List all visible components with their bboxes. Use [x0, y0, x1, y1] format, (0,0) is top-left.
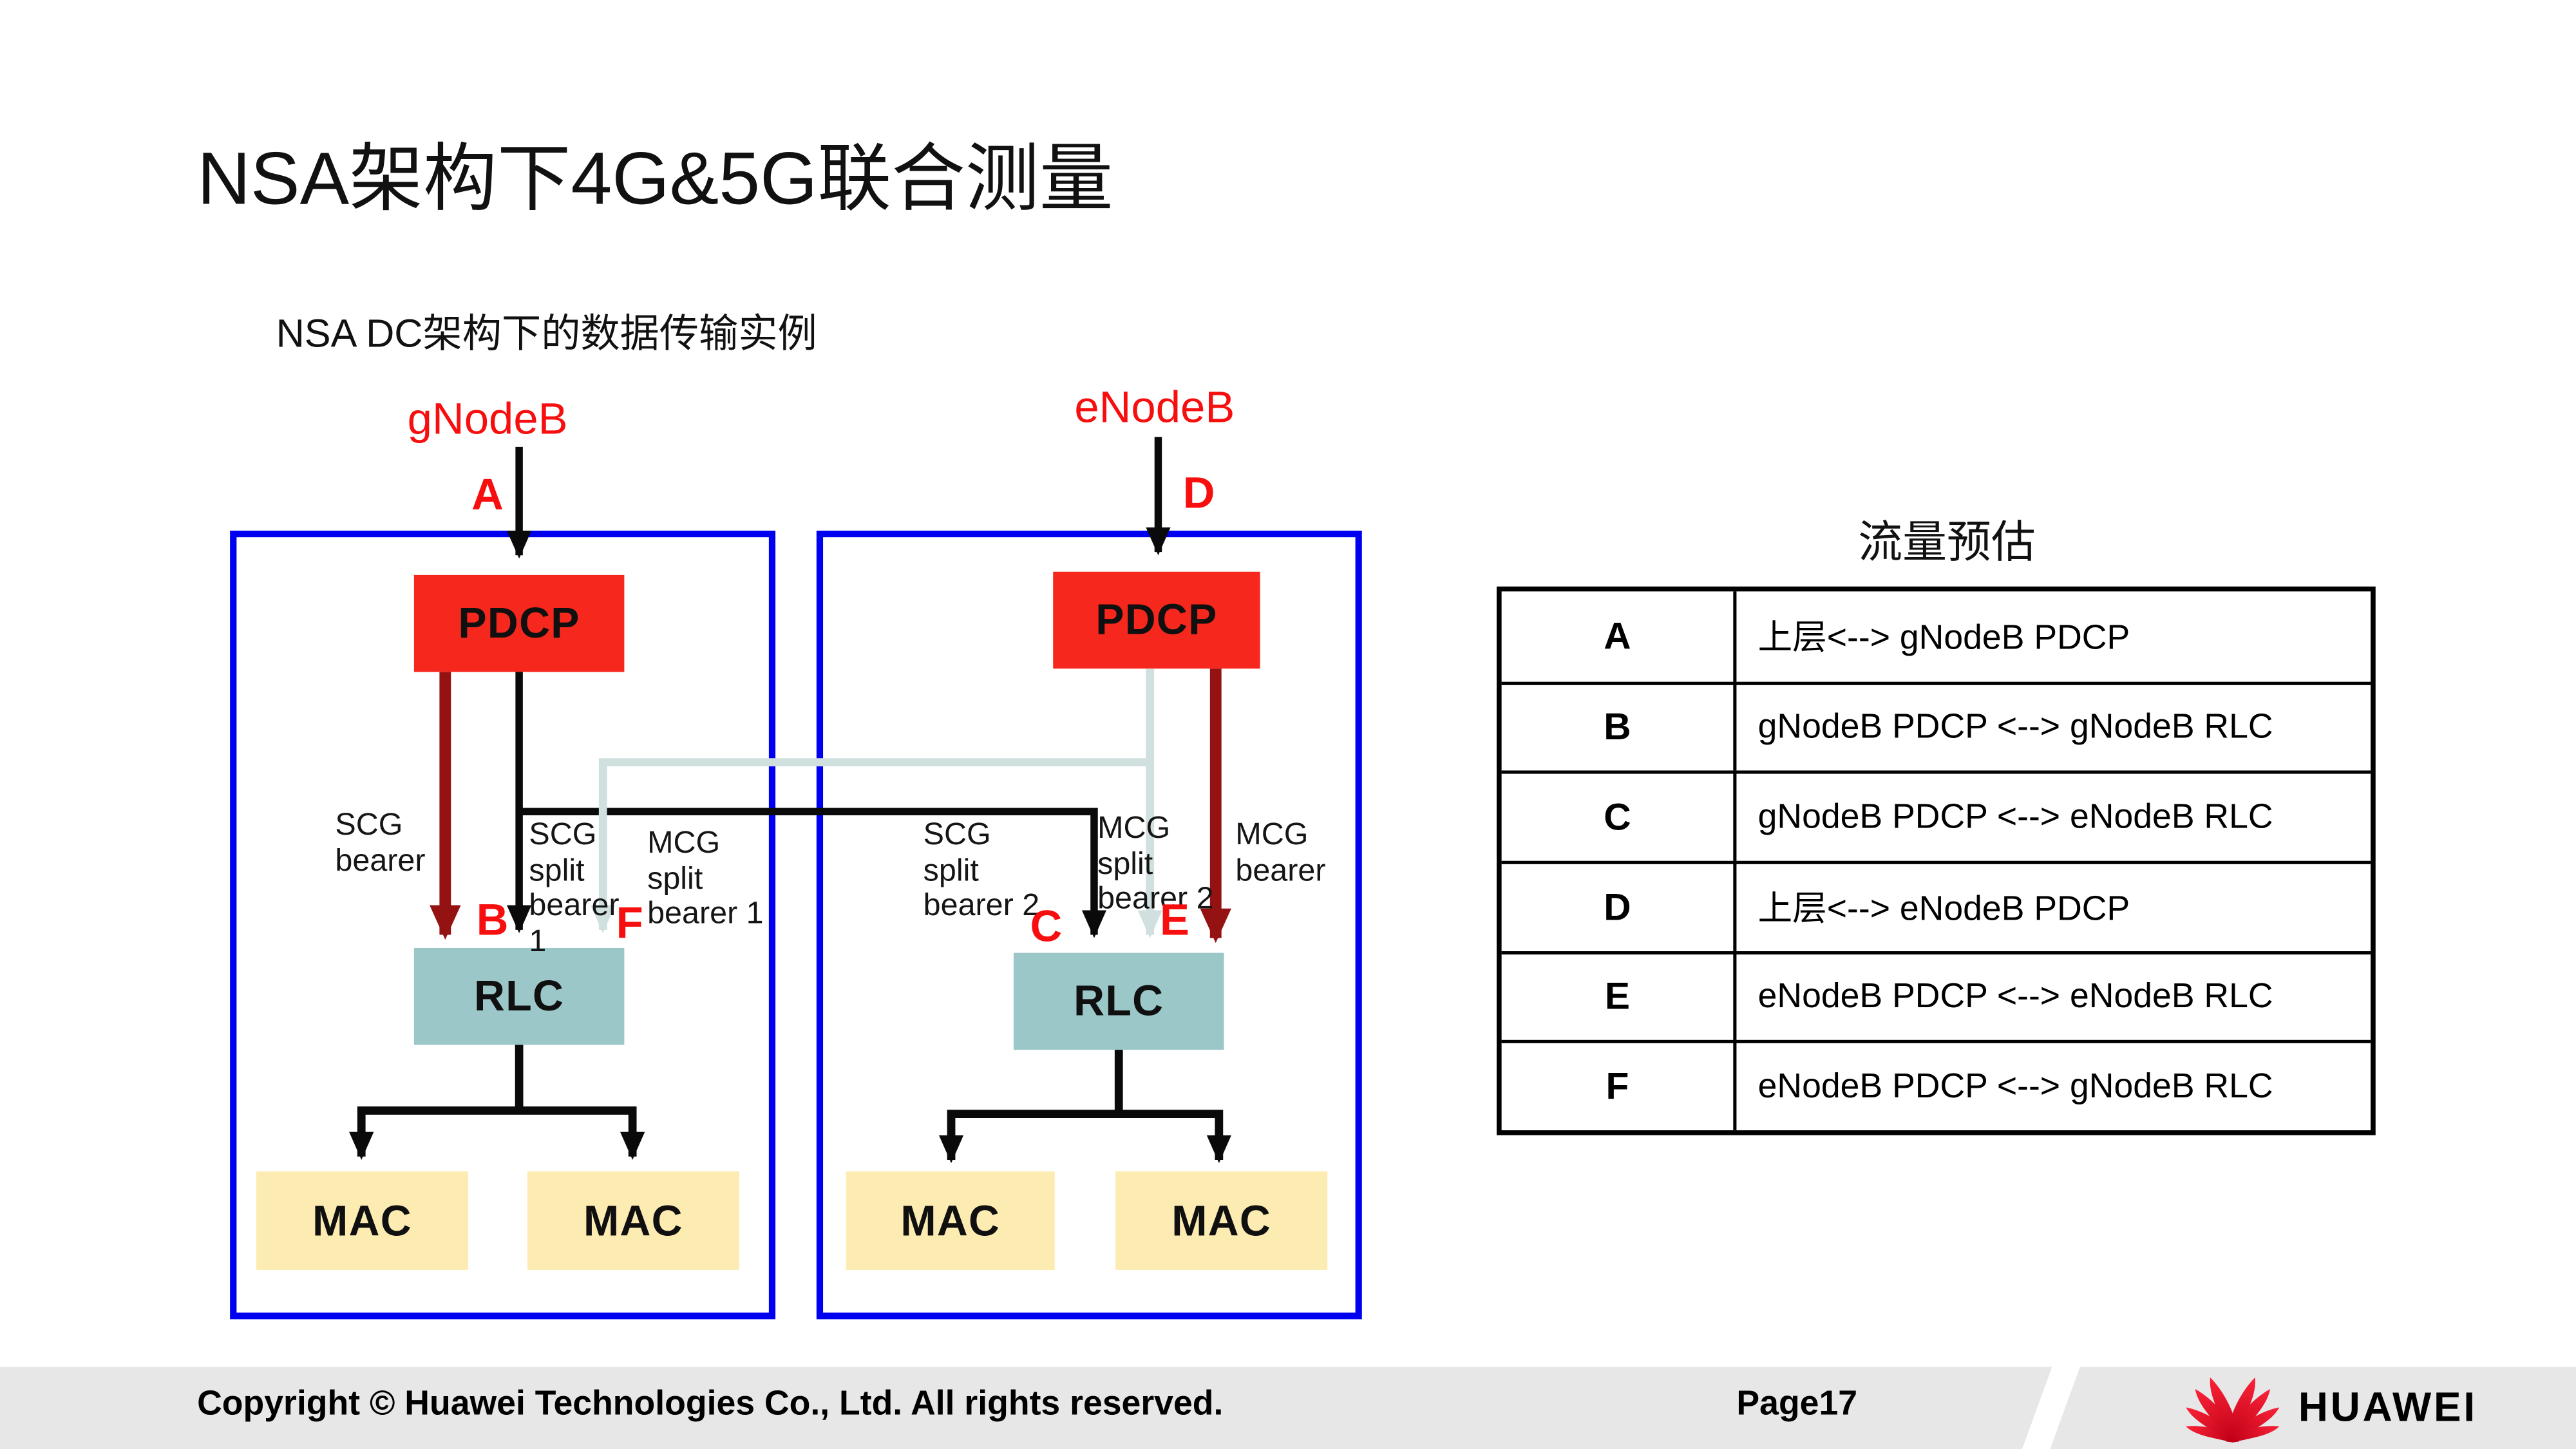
traffic-table: A 上层<--> gNodeB PDCP B gNodeB PDCP <--> …: [1496, 586, 2376, 1135]
huawei-logo: HUAWEI: [2182, 1370, 2477, 1446]
pdcp-block-enodeb: PDCP: [1053, 571, 1260, 669]
bearer-label-mcg: MCG bearer: [1235, 818, 1326, 888]
table-row-key: A: [1502, 591, 1737, 681]
table-row-key: F: [1501, 1040, 1737, 1131]
flow-label-e: E: [1160, 895, 1189, 945]
rlc-block-enodeb: RLC: [1013, 952, 1224, 1050]
table-row-desc: eNodeB PDCP <--> eNodeB RLC: [1736, 951, 2371, 1040]
table-title: 流量预估: [1858, 517, 2036, 567]
table-row-key: D: [1501, 860, 1737, 951]
table-row-key: C: [1501, 771, 1737, 861]
flow-label-a: A: [471, 469, 504, 520]
huawei-wordmark: HUAWEI: [2298, 1384, 2477, 1430]
enodeb-label: eNodeB: [1074, 383, 1235, 432]
diagram-subtitle: NSA DC架构下的数据传输实例: [276, 312, 817, 357]
table-row-desc: gNodeB PDCP <--> eNodeB RLC: [1736, 771, 2371, 860]
gnodeb-label: gNodeB: [407, 394, 568, 444]
mac-block-1: MAC: [256, 1171, 469, 1270]
bearer-label-mcg-split-1: MCG split bearer 1: [647, 826, 764, 932]
copyright-text: Copyright © Huawei Technologies Co., Ltd…: [197, 1385, 1224, 1423]
rlc-block-gnodeb: RLC: [413, 947, 625, 1045]
bearer-label-scg: SCG bearer: [335, 808, 426, 878]
pdcp-block-gnodeb: PDCP: [413, 574, 625, 672]
mac-block-4: MAC: [1115, 1171, 1328, 1270]
footer-band: [0, 1367, 2576, 1449]
table-row-desc: gNodeB PDCP <--> gNodeB RLC: [1736, 681, 2371, 771]
table-row-key: B: [1501, 681, 1737, 772]
page-number: Page17: [1736, 1385, 1858, 1423]
huawei-logo-icon: [2186, 1378, 2280, 1443]
flow-label-b: B: [476, 895, 509, 945]
flow-label-f: F: [616, 898, 643, 948]
mac-block-3: MAC: [846, 1171, 1055, 1270]
flow-label-c: C: [1030, 902, 1063, 952]
table-row-desc: 上层<--> gNodeB PDCP: [1757, 620, 2130, 658]
bearer-label-scg-split-1: SCG split bearer 1: [529, 818, 620, 959]
bearer-label-mcg-split-2: MCG split bearer 2: [1097, 811, 1214, 917]
table-row-desc: eNodeB PDCP <--> gNodeB RLC: [1736, 1040, 2371, 1130]
table-row-key: E: [1501, 951, 1737, 1041]
mac-block-2: MAC: [527, 1171, 739, 1270]
table-row-desc: 上层<--> eNodeB PDCP: [1736, 860, 2371, 951]
flow-label-d: D: [1182, 468, 1215, 518]
page-title: NSA架构下4G&5G联合测量: [197, 136, 1113, 220]
bearer-label-scg-split-2: SCG split bearer 2: [923, 818, 1040, 923]
